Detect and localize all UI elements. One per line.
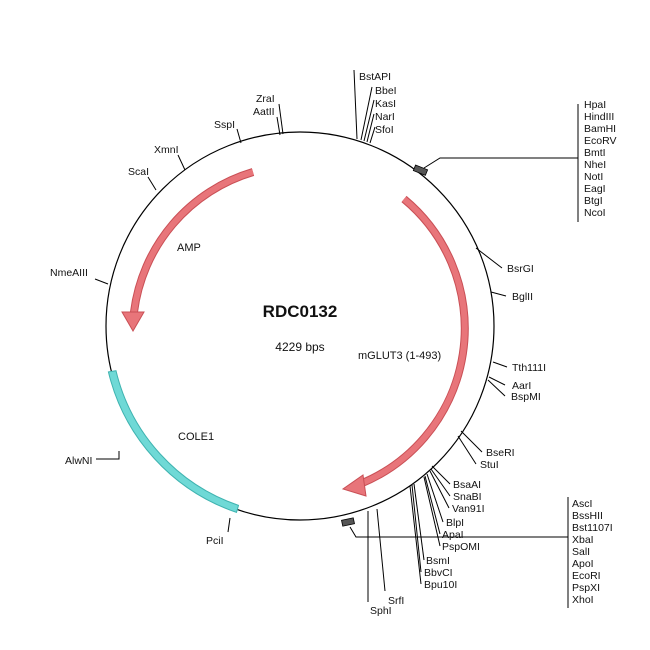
site-hpai[interactable]: HpaI [584, 99, 606, 111]
site-ecori[interactable]: EcoRI [572, 570, 601, 582]
site-snabi[interactable]: SnaBI [453, 491, 482, 503]
top-site-cluster: BstAPI BbeI KasI NarI SfoI [353, 69, 397, 144]
site-bstapi[interactable]: BstAPI [359, 71, 391, 83]
site-van91i[interactable]: Van91I [452, 503, 485, 515]
site-aari[interactable]: AarI [512, 380, 531, 392]
lower-right-site-cluster: BsaAI SnaBI Van91I BlpI ApaI PspOMI BsmI… [409, 465, 485, 591]
site-nhei[interactable]: NheI [584, 159, 606, 171]
site-bpu10i[interactable]: Bpu10I [424, 579, 457, 591]
site-bseri[interactable]: BseRI [486, 447, 515, 459]
mcs-bottom-cluster: AscI BssHII Bst1107I XbaI SalI ApoI EcoR… [341, 497, 613, 608]
site-apoi[interactable]: ApoI [572, 558, 594, 570]
site-tth111i[interactable]: Tth111I [512, 362, 546, 374]
site-sspi[interactable]: SspI [214, 119, 235, 131]
site-scai[interactable]: ScaI [128, 166, 149, 178]
site-srfi[interactable]: SrfI [388, 595, 404, 607]
site-sali[interactable]: SalI [572, 546, 590, 558]
site-btgi[interactable]: BtgI [584, 195, 603, 207]
bottom-site-cluster: SrfI SphI [367, 508, 404, 617]
cole1-feature[interactable] [107, 370, 240, 514]
plasmid-backbone [105, 131, 495, 521]
site-bspmi[interactable]: BspMI [511, 391, 541, 403]
site-bbvci[interactable]: BbvCI [424, 567, 453, 579]
site-aatii[interactable]: AatII [253, 106, 275, 118]
site-bst1107i[interactable]: Bst1107I [572, 522, 613, 534]
site-xhoi[interactable]: XhoI [572, 594, 594, 606]
site-kasi[interactable]: KasI [375, 98, 396, 110]
site-sphi[interactable]: SphI [370, 605, 392, 617]
site-bmti[interactable]: BmtI [584, 147, 606, 159]
left-site-cluster: ZraI AatII SspI XmnI ScaI NmeAIII AlwNI … [50, 93, 284, 547]
site-bsshii[interactable]: BssHII [572, 510, 603, 522]
right-site-cluster: BsrGI BglII Tth111I AarI BspMI BseRI Stu… [457, 247, 546, 471]
cole1-label: COLE1 [178, 431, 214, 443]
site-alwni[interactable]: AlwNI [65, 455, 92, 467]
site-asci[interactable]: AscI [572, 498, 592, 510]
site-hindiii[interactable]: HindIII [584, 111, 614, 123]
plasmid-size: 4229 bps [275, 340, 324, 354]
site-xmni[interactable]: XmnI [154, 144, 179, 156]
site-pcii[interactable]: PciI [206, 535, 224, 547]
mglut3-label: mGLUT3 (1-493) [358, 350, 441, 362]
site-apai[interactable]: ApaI [442, 529, 464, 541]
mglut3-arrow[interactable] [341, 195, 469, 497]
site-pspxi[interactable]: PspXI [572, 582, 600, 594]
site-bbei[interactable]: BbeI [375, 85, 397, 97]
site-pspomi[interactable]: PspOMI [442, 541, 480, 553]
site-bamhi[interactable]: BamHI [584, 123, 616, 135]
site-noti[interactable]: NotI [584, 171, 603, 183]
site-bsrgi[interactable]: BsrGI [507, 263, 534, 275]
site-xbai[interactable]: XbaI [572, 534, 594, 546]
mcs-top-cluster: HpaI HindIII BamHI EcoRV BmtI NheI NotI … [412, 99, 617, 222]
site-sfoi[interactable]: SfoI [375, 124, 394, 136]
plasmid-name: RDC0132 [263, 302, 338, 321]
site-zrai[interactable]: ZraI [256, 93, 275, 105]
site-nmeaiii[interactable]: NmeAIII [50, 267, 88, 279]
site-ecorv[interactable]: EcoRV [584, 135, 617, 147]
site-ncoi[interactable]: NcoI [584, 207, 606, 219]
site-eagi[interactable]: EagI [584, 183, 606, 195]
site-stui[interactable]: StuI [480, 459, 499, 471]
site-bsaai[interactable]: BsaAI [453, 479, 481, 491]
site-nari[interactable]: NarI [375, 111, 395, 123]
site-blpi[interactable]: BlpI [446, 517, 464, 529]
site-bsmi[interactable]: BsmI [426, 555, 450, 567]
amp-label: AMP [177, 242, 201, 254]
amp-arrow[interactable] [121, 168, 255, 332]
site-bglii[interactable]: BglII [512, 291, 533, 303]
